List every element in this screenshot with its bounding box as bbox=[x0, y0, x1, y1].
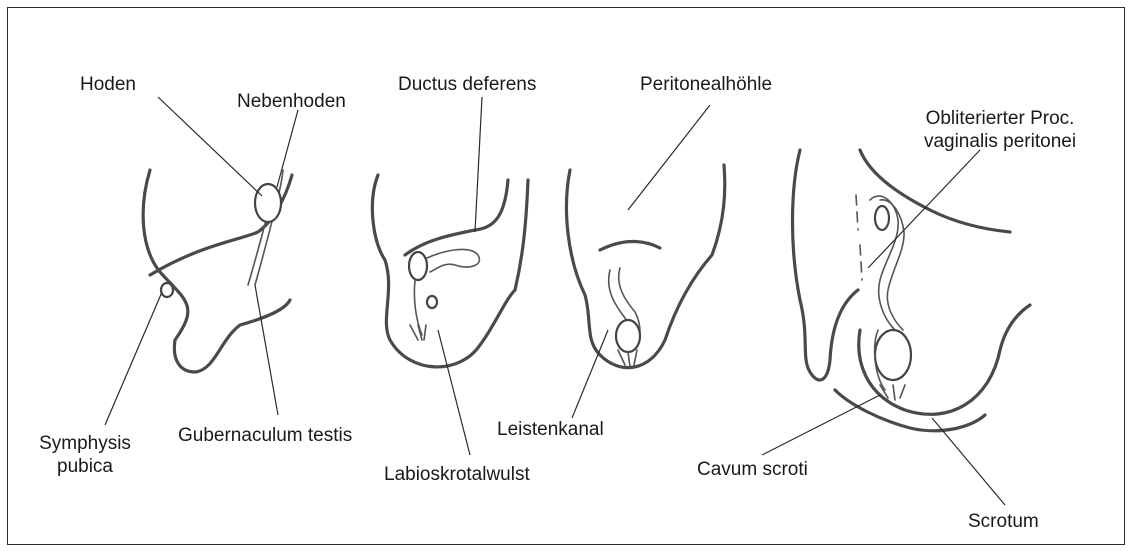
label-symphysis-pubica: Symphysis pubica bbox=[20, 432, 150, 478]
stage-3-drawing bbox=[566, 165, 724, 368]
label-leistenkanal: Leistenkanal bbox=[497, 418, 604, 441]
label-hoden: Hoden bbox=[80, 73, 136, 96]
label-labioskrotalwulst: Labioskrotalwulst bbox=[384, 463, 530, 486]
stage-1-drawing bbox=[143, 170, 292, 372]
label-scrotum: Scrotum bbox=[968, 510, 1039, 533]
hoden-organ-1 bbox=[255, 184, 281, 222]
label-symphysis-line-1: Symphysis bbox=[20, 432, 150, 455]
hoden-organ-4 bbox=[875, 330, 911, 380]
label-obliterierter-proc: Obliterierter Proc. vaginalis peritonei bbox=[895, 107, 1105, 153]
label-peritonealhoehle: Peritonealhöhle bbox=[640, 73, 772, 96]
label-obliterierter-line-2: vaginalis peritonei bbox=[895, 130, 1105, 153]
stage-4-drawing bbox=[793, 150, 1031, 431]
hoden-organ-3 bbox=[616, 320, 640, 352]
label-obliterierter-line-1: Obliterierter Proc. bbox=[895, 107, 1105, 130]
stage-2-drawing bbox=[372, 175, 528, 367]
label-cavum-scroti: Cavum scroti bbox=[697, 458, 808, 481]
hoden-organ-2 bbox=[409, 252, 427, 280]
label-symphysis-line-2: pubica bbox=[20, 455, 150, 478]
label-gubernaculum-testis: Gubernaculum testis bbox=[178, 424, 352, 447]
label-nebenhoden: Nebenhoden bbox=[237, 90, 346, 113]
label-ductus-deferens: Ductus deferens bbox=[398, 73, 536, 96]
